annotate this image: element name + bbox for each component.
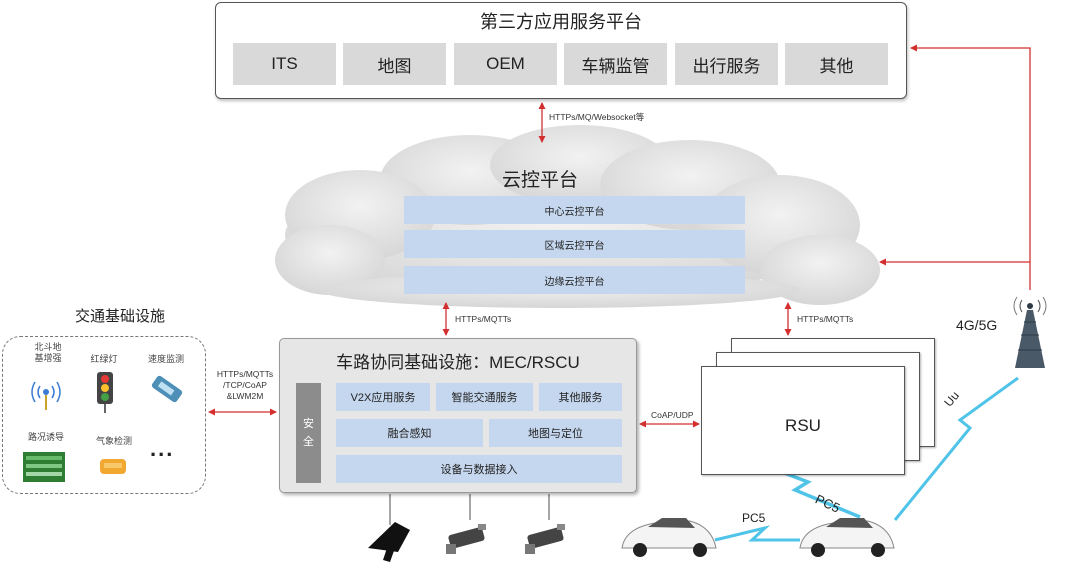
security-char-1: 安 [303,418,314,430]
app-cell-its: ITS [233,43,336,85]
protocol-cloud-mec: HTTPs/MQTTs [455,314,512,324]
mec-cell-fusion-perception: 融合感知 [336,419,483,447]
app-cell-travel-service: 出行服务 [675,43,778,85]
cloud-layer-regional: 区域云控平台 [404,230,745,258]
car-icon [799,518,895,557]
arrow-tower-top [910,44,1031,290]
mec-cell-map-positioning: 地图与定位 [489,419,622,447]
third-party-platform-title: 第三方应用服务平台 [480,12,642,32]
traffic-light-label: 红绿灯 [90,354,118,364]
camera-icon [525,524,565,554]
protocol-traffic-mec-line2: /TCP/CoAP [223,380,267,390]
app-cell-vehicle-supervision: 车辆监管 [564,43,667,85]
traffic-infrastructure-title: 交通基础设施 [74,308,165,325]
car-icon [621,518,717,557]
radar-icon [368,522,410,562]
security-bar: 安 全 [296,383,321,483]
speed-monitor-label: 速度监测 [147,354,184,364]
beidou-label-line1: 北斗地 [34,342,62,352]
uu-lightning [893,376,1019,521]
cloud-layer-center: 中心云控平台 [404,196,745,224]
protocol-traffic-mec: HTTPs/MQTTs /TCP/CoAP &LWM2M [213,369,277,402]
road-guidance-label: 路况诱导 [27,432,64,442]
more-items-ellipsis: ... [150,436,175,461]
protocol-traffic-mec-line1: HTTPs/MQTTs [216,369,274,379]
rsu-label: RSU [785,416,821,435]
weather-sensor-icon [100,459,126,474]
beidou-label: 北斗地 基增强 [22,342,74,364]
protocol-traffic-mec-line3: &LWM2M [226,391,264,401]
cell-tower-icon [1013,296,1047,368]
security-char-2: 全 [303,436,314,448]
mec-rscu-title: 车路协同基础设施：MEC/RSCU [336,353,580,372]
speed-monitor-icon [151,375,183,403]
network-4g5g-label: 4G/5G [956,317,998,333]
camera-icon [446,524,486,554]
cloud-platform-title: 云控平台 [501,170,578,191]
app-cell-oem: OEM [454,43,557,85]
weather-detection-label: 气象检测 [95,436,132,446]
traffic-light-icon [97,372,113,413]
app-cell-other: 其他 [785,43,888,85]
pc5-label-car-car: PC5 [742,511,766,525]
app-cell-map: 地图 [343,43,446,85]
cloud-layer-edge: 边缘云控平台 [404,266,745,294]
protocol-mec-rsu: CoAP/UDP [651,410,694,420]
mec-cell-v2x-app: V2X应用服务 [336,383,430,411]
beidou-label-line2: 基增强 [34,353,62,363]
pc5-lightning-cars [714,525,800,542]
road-guidance-icon [23,452,65,482]
beidou-station-icon [31,381,61,410]
mec-cell-smart-traffic: 智能交通服务 [436,383,533,411]
mec-cell-other-service: 其他服务 [539,383,622,411]
rsu-card-front [701,366,905,475]
mec-cell-device-data-access: 设备与数据接入 [336,455,622,483]
protocol-cloud-rsu: HTTPs/MQTTs [797,314,854,324]
protocol-top-cloud: HTTPs/MQ/Websocket等 [549,112,645,122]
